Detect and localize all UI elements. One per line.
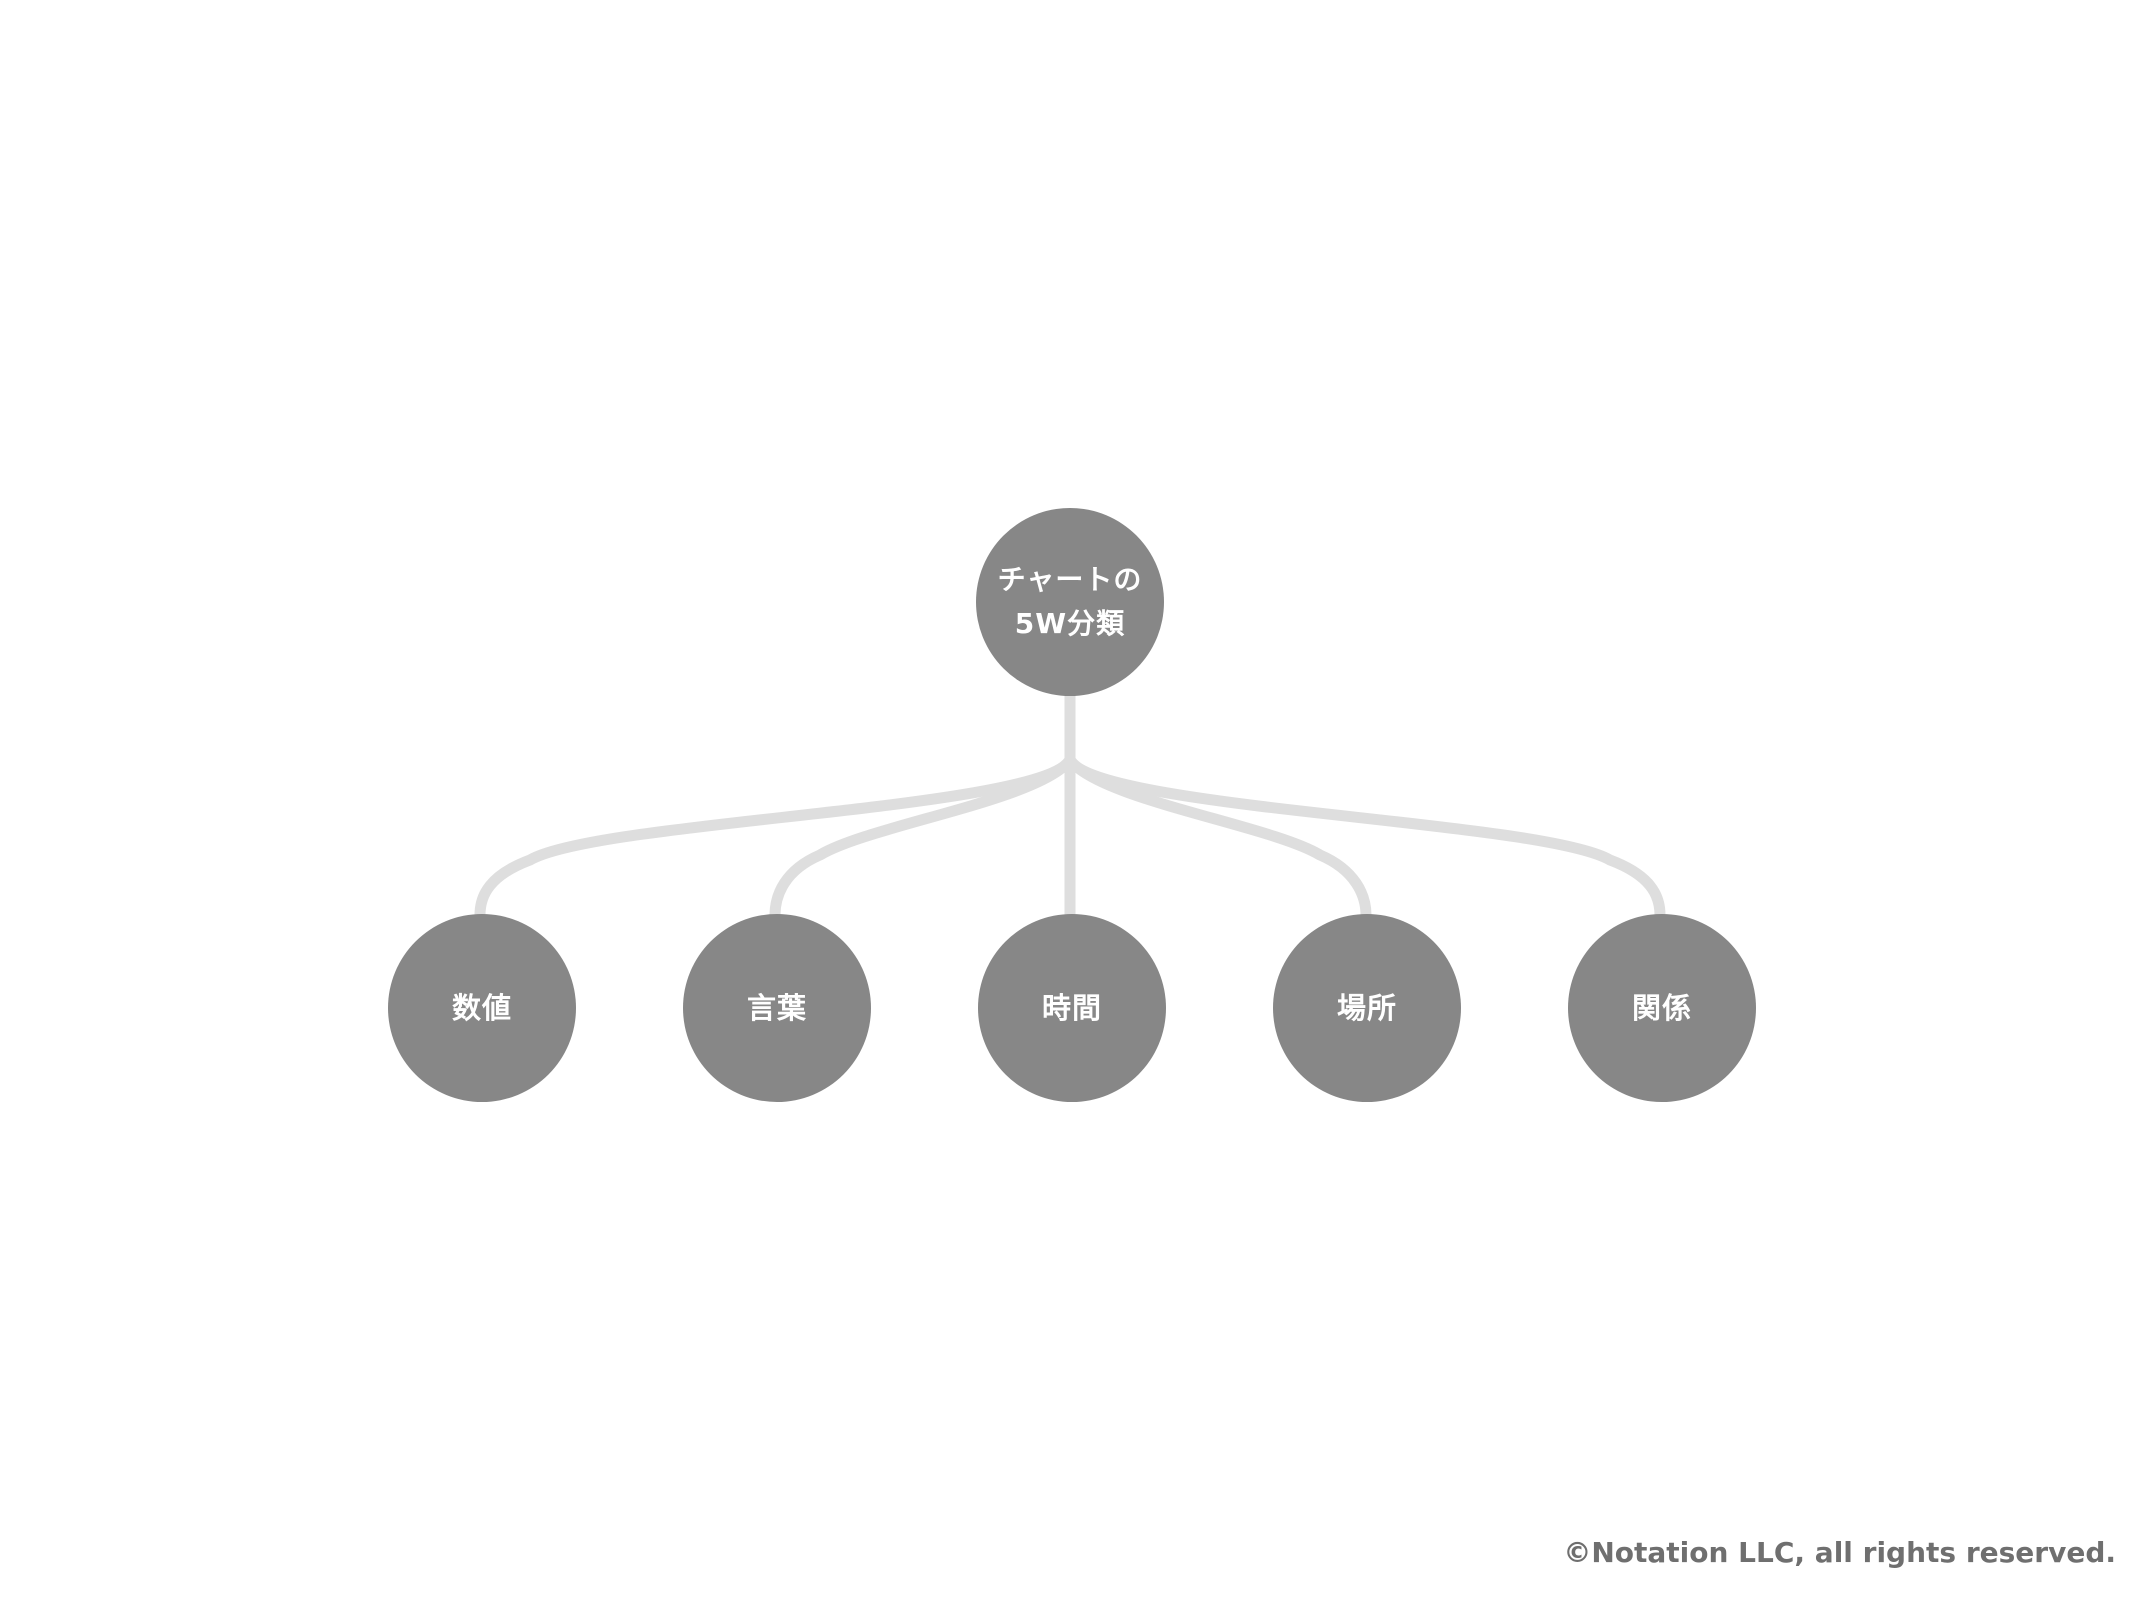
child-node-kotoba: 言葉: [683, 914, 871, 1102]
root-label-line2: 5W分類: [1014, 607, 1126, 640]
root-label-line1: チャートの: [997, 563, 1143, 596]
child-node-jikan: 時間: [978, 914, 1166, 1102]
connector-to-suuchi: [474, 754, 1076, 921]
connector-to-kotoba: [769, 754, 1076, 921]
child-label: 数値: [451, 991, 512, 1025]
child-label: 言葉: [746, 991, 807, 1025]
child-node-basho: 場所: [1273, 914, 1461, 1102]
copyright-notice: ©Notation LLC, all rights reserved.: [1563, 1536, 2116, 1569]
root-node: チャートの 5W分類: [976, 508, 1164, 696]
connector-to-kankei: [1064, 754, 1666, 921]
child-label: 場所: [1336, 991, 1397, 1025]
child-node-kankei: 関係: [1568, 914, 1756, 1102]
child-node-suuchi: 数値: [388, 914, 576, 1102]
child-label: 関係: [1631, 991, 1692, 1025]
child-label: 時間: [1041, 991, 1102, 1025]
